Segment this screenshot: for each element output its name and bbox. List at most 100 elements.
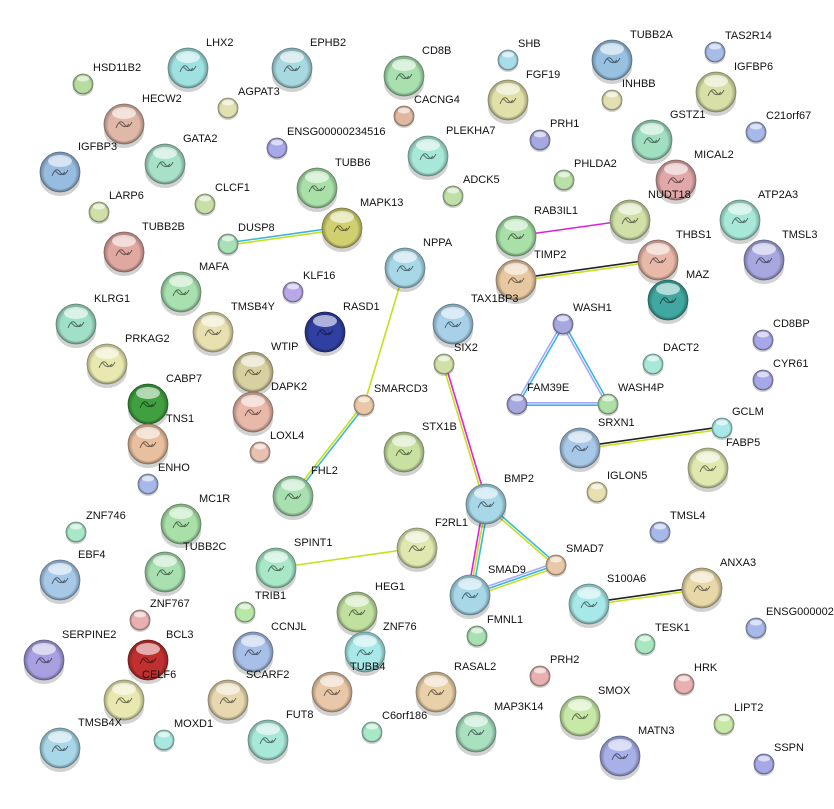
node-srxn1[interactable]: SRXN1 <box>559 417 635 472</box>
node-f2rl1[interactable]: F2RL1 <box>396 517 468 572</box>
node-nudt18[interactable]: NUDT18 <box>609 189 691 244</box>
edge-SIX2-BMP2[interactable] <box>442 363 488 505</box>
node-c6orf186[interactable]: C6orf186 <box>361 710 427 744</box>
node-fabp5[interactable]: FABP5 <box>687 437 760 492</box>
node-tmsb4x[interactable]: TMSB4X <box>39 717 123 772</box>
edge-SRXN1-GCLM[interactable] <box>579 426 723 450</box>
node-cyr61[interactable]: CYR61 <box>752 358 808 392</box>
node-enho[interactable]: ENHO <box>137 462 190 496</box>
node-prh1[interactable]: PRH1 <box>529 118 579 152</box>
node-bmp2[interactable]: BMP2 <box>465 473 534 528</box>
node-tns1[interactable]: TNS1 <box>127 413 194 468</box>
node-tmsb4y[interactable]: TMSB4Y <box>192 301 276 356</box>
node-stx1b[interactable]: STX1B <box>383 421 457 476</box>
node-smarcd3[interactable]: SMARCD3 <box>353 383 428 417</box>
node-mical2[interactable]: MICAL2 <box>655 149 734 204</box>
node-wtip[interactable]: WTIP <box>232 341 299 396</box>
node-dact2[interactable]: DACT2 <box>642 342 699 376</box>
node-znf746[interactable]: ZNF746 <box>65 510 126 544</box>
node-ebf4[interactable]: EBF4 <box>39 549 106 604</box>
node-shb[interactable]: SHB <box>497 38 541 72</box>
node-mc1r[interactable]: MC1R <box>160 493 230 548</box>
node-lipt2[interactable]: LIPT2 <box>713 702 763 736</box>
node-phlda2[interactable]: PHLDA2 <box>553 158 617 192</box>
node-sspn[interactable]: SSPN <box>753 742 804 776</box>
node-fgf19[interactable]: FGF19 <box>487 69 560 124</box>
edge-WASH1-FAM39E[interactable] <box>515 323 565 405</box>
node-fmnl1[interactable]: FMNL1 <box>466 614 523 648</box>
node-tax1bp3[interactable]: TAX1BP3 <box>432 293 519 348</box>
node-tesk1[interactable]: TESK1 <box>634 622 690 656</box>
node-fut8[interactable]: FUT8 <box>247 709 314 764</box>
edge-WASH1-WASH4P[interactable] <box>561 323 610 405</box>
node-thbs1[interactable]: THBS1 <box>637 229 711 284</box>
node-dapk2[interactable]: DAPK2 <box>232 381 307 436</box>
node-celf6[interactable]: CELF6 <box>103 669 176 724</box>
node-moxd1[interactable]: MOXD1 <box>153 718 213 752</box>
node-adck5[interactable]: ADCK5 <box>442 174 500 208</box>
node-lhx2[interactable]: LHX2 <box>167 37 234 92</box>
node-tubb6[interactable]: TUBB6 <box>296 157 370 212</box>
node-mafa[interactable]: MAFA <box>160 261 230 316</box>
node-cabp7[interactable]: CABP7 <box>127 373 202 428</box>
node-prh2[interactable]: PRH2 <box>529 654 579 688</box>
node-znf767[interactable]: ZNF767 <box>129 598 190 632</box>
node-spint1[interactable]: SPINT1 <box>255 537 333 592</box>
node-inhbb[interactable]: INHBB <box>601 78 656 112</box>
node-nppa[interactable]: NPPA <box>384 237 453 292</box>
node-igfbp6[interactable]: IGFBP6 <box>695 61 773 116</box>
edge-SPINT1-F2RL1[interactable] <box>275 547 418 569</box>
edge-NPPA-SMARCD3[interactable] <box>363 267 406 406</box>
node-scarf2[interactable]: SCARF2 <box>207 669 289 724</box>
node-dusp8[interactable]: DUSP8 <box>217 222 275 256</box>
node-tubb4[interactable]: TUBB4 <box>311 661 385 716</box>
node-serpine2[interactable]: SERPINE2 <box>23 629 116 684</box>
node-maz[interactable]: MAZ <box>647 269 710 324</box>
node-fam39e[interactable]: FAM39E <box>506 382 569 416</box>
node-gstz1[interactable]: GSTZ1 <box>631 109 705 164</box>
node-gata2[interactable]: GATA2 <box>144 133 217 188</box>
node-smad7[interactable]: SMAD7 <box>545 543 604 577</box>
node-rasd1[interactable]: RASD1 <box>304 301 380 356</box>
node-hrk[interactable]: HRK <box>673 662 718 696</box>
edge-TIMP2-THBS1[interactable] <box>515 258 659 282</box>
node-rasal2[interactable]: RASAL2 <box>415 661 496 716</box>
node-iglon5[interactable]: IGLON5 <box>586 470 647 504</box>
node-bcl3[interactable]: BCL3 <box>127 629 194 684</box>
node-cacng4[interactable]: CACNG4 <box>393 94 460 128</box>
node-mapk13[interactable]: MAPK13 <box>321 197 403 252</box>
node-ccnjl[interactable]: CCNJL <box>232 621 306 676</box>
node-ensg000002[interactable]: ENSG000002 <box>745 606 834 640</box>
node-wash1[interactable]: WASH1 <box>552 302 612 336</box>
node-anxa3[interactable]: ANXA3 <box>681 557 756 612</box>
node-cd8b[interactable]: CD8B <box>383 45 451 100</box>
node-hecw2[interactable]: HECW2 <box>103 93 182 148</box>
node-klrg1[interactable]: KLRG1 <box>55 293 130 348</box>
node-c21orf67[interactable]: C21orf67 <box>745 110 811 144</box>
node-ensg00000234516[interactable]: ENSG00000234516 <box>266 126 385 160</box>
node-larp6[interactable]: LARP6 <box>88 190 144 224</box>
node-wash4p[interactable]: WASH4P <box>597 382 664 416</box>
node-six2[interactable]: SIX2 <box>433 342 478 376</box>
node-ephb2[interactable]: EPHB2 <box>271 37 346 92</box>
node-agpat3[interactable]: AGPAT3 <box>217 86 280 120</box>
edge-FAM39E-WASH4P[interactable] <box>517 401 608 407</box>
node-tmsl3[interactable]: TMSL3 <box>743 229 817 284</box>
node-tmsl4[interactable]: TMSL4 <box>649 510 705 544</box>
node-atp2a3[interactable]: ATP2A3 <box>719 189 798 244</box>
node-clcf1[interactable]: CLCF1 <box>194 182 250 216</box>
node-matn3[interactable]: MATN3 <box>599 725 674 780</box>
node-map3k14[interactable]: MAP3K14 <box>455 701 544 756</box>
node-gclm[interactable]: GCLM <box>711 406 764 440</box>
node-loxl4[interactable]: LOXL4 <box>249 430 304 464</box>
node-trib1[interactable]: TRIB1 <box>234 590 286 624</box>
node-tubb2c[interactable]: TUBB2C <box>144 541 226 596</box>
node-plekha7[interactable]: PLEKHA7 <box>407 125 496 180</box>
node-rab3il1[interactable]: RAB3IL1 <box>495 205 578 260</box>
node-fhl2[interactable]: FHL2 <box>272 465 338 520</box>
node-tas2r14[interactable]: TAS2R14 <box>704 30 772 64</box>
node-cd8bp[interactable]: CD8BP <box>752 318 810 352</box>
node-timp2[interactable]: TIMP2 <box>495 249 566 304</box>
node-hsd11b2[interactable]: HSD11B2 <box>72 62 141 96</box>
node-s100a6[interactable]: S100A6 <box>568 573 646 628</box>
